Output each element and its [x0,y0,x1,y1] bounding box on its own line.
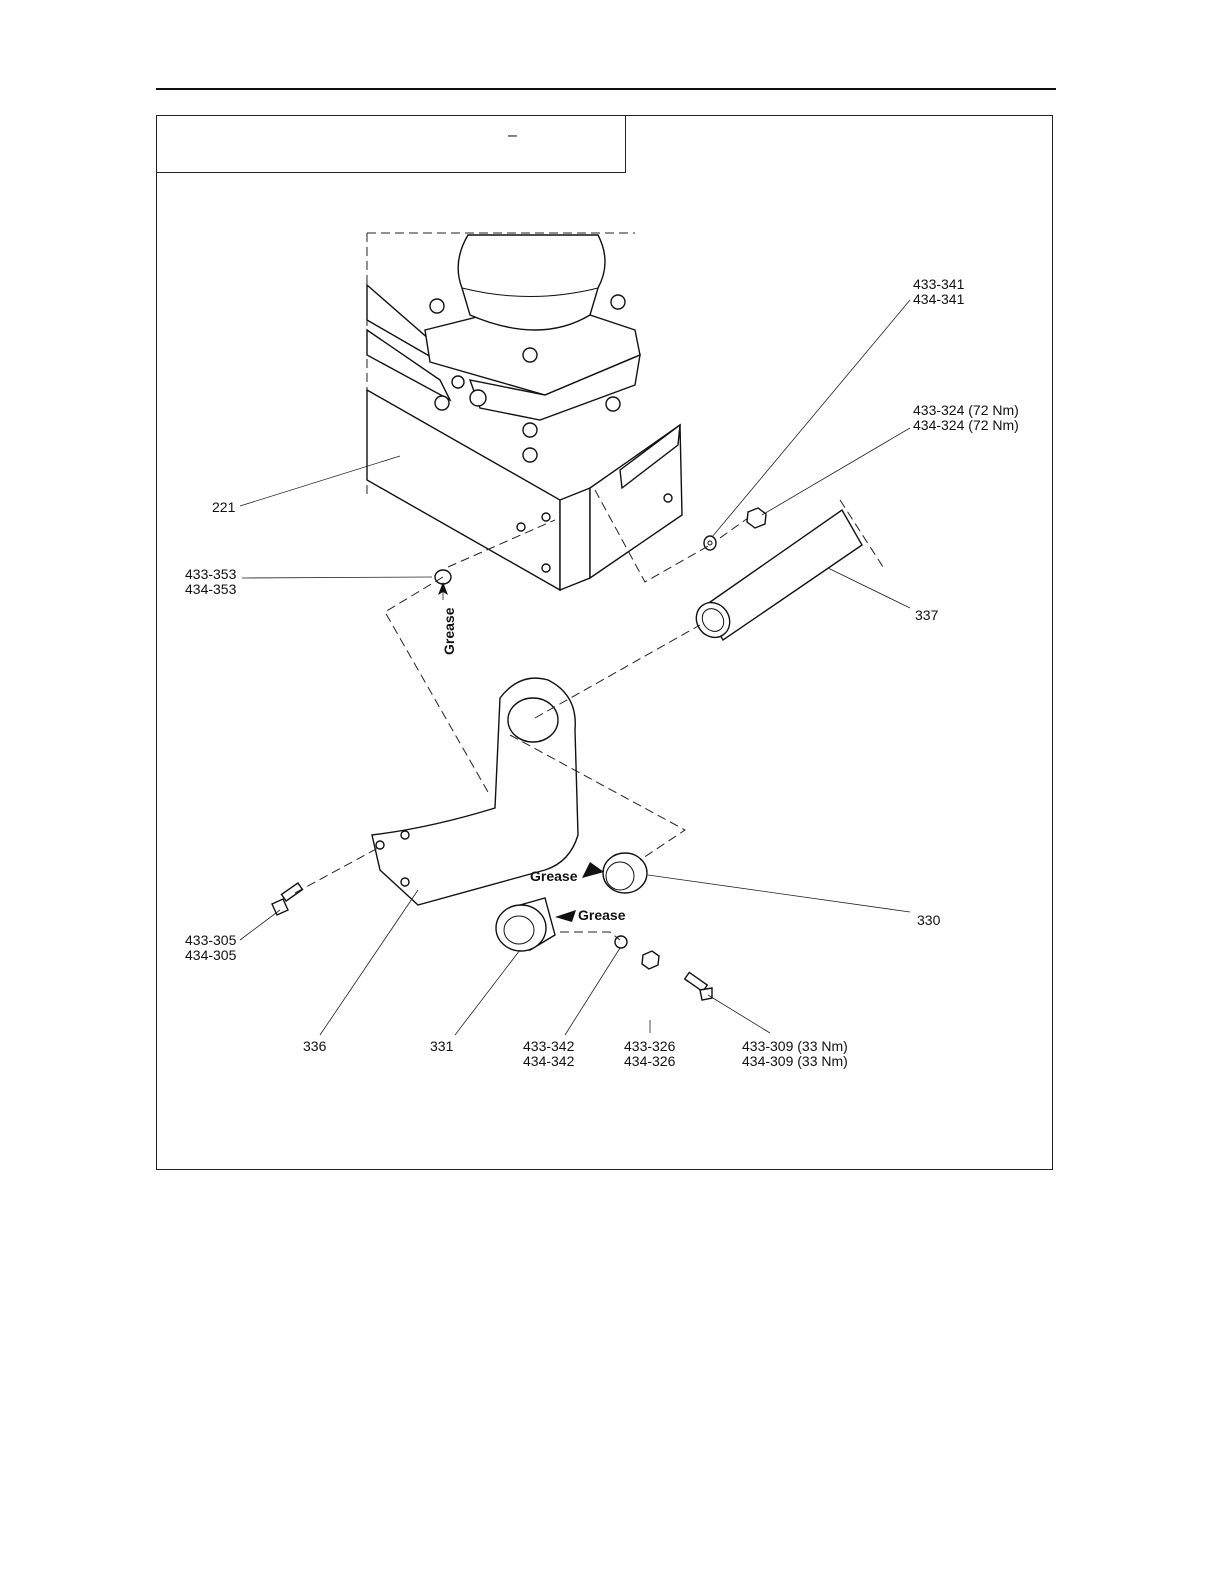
label-336: 336 [303,1038,327,1054]
label-434-309: 434-309 (33 Nm) [742,1053,848,1069]
assembly-path [720,518,748,538]
leader-330 [648,875,910,912]
plate-nut [435,396,449,410]
bolt-left-shank-icon [282,883,303,901]
frame-beam-end [560,488,590,590]
bolt-head-icon [700,988,712,1000]
label-337: 337 [915,607,939,623]
air-spring-bellows [458,235,605,330]
frame-hole [664,494,672,502]
bushing-330-flange [603,853,647,893]
label-433-305: 433-305 [185,932,237,948]
leader-336 [320,890,418,1035]
leader-337 [828,568,910,608]
label-434-324: 434-324 (72 Nm) [913,417,1019,433]
leader-342 [565,948,620,1035]
leader-341 [712,300,910,537]
washer-nut-top [704,508,766,550]
label-330: 330 [917,912,941,928]
frame-assembly [367,233,682,590]
pivot-tube-337 [690,500,885,644]
arm-pivot-bore [508,698,558,742]
label-434-305: 434-305 [185,947,237,963]
small-nut-icon [642,951,659,969]
plate-nut [611,295,625,309]
leader-305 [240,910,280,940]
label-331: 331 [430,1038,454,1054]
label-433-324: 433-324 (72 Nm) [913,402,1019,418]
frame-hole [517,523,525,531]
grease-label-bushing-right: Grease [530,868,578,884]
bolt-left [272,883,302,915]
label-434-326: 434-326 [624,1053,676,1069]
bushing-331 [496,898,555,951]
plate-nut [430,299,444,313]
arrow-right-icon [582,862,604,878]
leader-353 [242,577,432,578]
arm-hole [401,831,409,839]
grease-label-fitting: Grease [441,607,457,655]
label-221: 221 [212,499,236,515]
link-pin [452,376,464,388]
label-433-353: 433-353 [185,566,237,582]
grease-fitting [435,570,451,600]
hex-nut-icon [747,508,766,528]
plate-nut [470,390,486,406]
plate-nut [523,448,537,462]
leader-324 [762,428,910,515]
bushing-330 [603,853,647,893]
arm-hole [401,878,409,886]
label-434-341: 434-341 [913,291,965,307]
arrow-left-icon [555,910,576,922]
plate-nut [523,423,537,437]
assembly-path [385,577,488,792]
frame-hole [542,513,550,521]
assembly-path [560,932,620,940]
label-433-341: 433-341 [913,276,965,292]
label-433-342: 433-342 [523,1038,575,1054]
grease-label-bushing-left: Grease [578,907,626,923]
label-434-342: 434-342 [523,1053,575,1069]
leader-331 [455,950,520,1035]
label-434-353: 434-353 [185,581,237,597]
leader-309 [708,995,770,1033]
plate-nut [523,348,537,362]
label-433-326: 433-326 [624,1038,676,1054]
assembly-path [535,625,700,718]
label-433-309: 433-309 (33 Nm) [742,1038,848,1054]
frame-hole [542,564,550,572]
assembly-path [295,848,378,893]
bolt-right [685,972,712,1000]
plate-nut [606,397,620,411]
arm-hole [376,841,384,849]
